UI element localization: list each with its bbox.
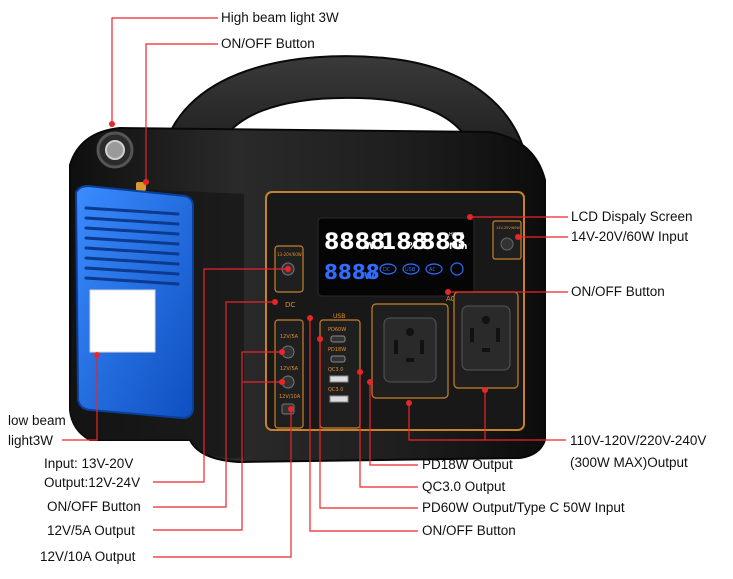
lcd-dc-icon [379, 263, 397, 275]
lcd-left: 8888 [324, 230, 385, 255]
label-pd18: PD18W Output [422, 457, 513, 472]
dc-port-label: 13-20V/60W [277, 252, 302, 257]
dc-5a-label-2: 12V/5A [280, 366, 299, 372]
lcd-play-icon [450, 262, 464, 276]
label-qc3: QC3.0 Output [422, 479, 506, 494]
low-beam-light-panel [89, 289, 156, 353]
usb-qc2-label: QC3.0 [328, 387, 343, 393]
leader-lines [62, 17, 568, 558]
usb-pd60-label: PD60W [328, 327, 346, 333]
lcd-mid-unit: % [408, 241, 418, 252]
side-panel [74, 184, 194, 420]
lcd-bottom-unit: W [364, 271, 375, 282]
input-small-label: 14V-20V/60W [496, 226, 520, 230]
lcd-bottom: 8888 [324, 260, 380, 284]
usb-qc2-port [329, 395, 349, 403]
label-lcd: LCD Dispaly Screen [571, 209, 693, 224]
label-dc-output: Output:12V-24V [44, 475, 141, 490]
ac-section: AC OUTPUT 220V/50HZ [371, 291, 519, 399]
label-onoff-usb: ON/OFF Button [422, 523, 516, 538]
usb-pd18-port [330, 355, 346, 363]
label-onoff-top: ON/OFF Button [221, 36, 315, 51]
ac-section-label: AC [446, 295, 456, 303]
lcd-dc-text: DC [383, 267, 391, 273]
lcd-mid: 188 [381, 230, 427, 255]
label-ac-out-1: 110V-120V/220V-240V [570, 433, 707, 448]
lcd-ac-text: AC [429, 267, 436, 273]
dc-section: 13-20V/60W DC 12V/5A 12V/5A 12V/10A [274, 245, 304, 429]
lcd-usb-icon [402, 263, 420, 275]
vent-slots [84, 206, 180, 286]
label-input-14v: 14V-20V/60W Input [571, 229, 689, 244]
lcd-right: 888 [420, 230, 466, 255]
label-ac-out-2: (300W MAX)Output [570, 455, 688, 470]
dc-5a-label: 12V/5A [280, 334, 299, 340]
lcd-right-tag: HOUR [449, 232, 464, 238]
usb-pd60-port [330, 335, 346, 343]
lcd-right-unit: Min [449, 242, 467, 252]
usb-section: USB PD60W PD18W QC3.0 QC3.0 [319, 313, 361, 429]
usb-section-label: USB [333, 313, 345, 320]
label-12v5a: 12V/5A Output [47, 523, 135, 538]
label-dc-input: Input: 13V-20V [44, 456, 134, 471]
high-beam-light [96, 131, 134, 169]
markers [94, 121, 521, 412]
label-12v10a: 12V/10A Output [40, 549, 136, 564]
label-onoff-ac: ON/OFF Button [571, 284, 665, 299]
light-onoff-button[interactable] [136, 182, 146, 191]
label-low-beam-1: low beam [8, 413, 66, 428]
label-onoff-dc: ON/OFF Button [47, 499, 141, 514]
label-low-beam-2: light3W [8, 433, 54, 448]
lcd-screen: 8888 W 188 % 888 HOUR Min 8888 W DC USB … [317, 217, 475, 297]
lcd-ac-icon [425, 263, 443, 275]
usb-qc1-label: QC3.0 [328, 367, 343, 373]
lcd-left-unit: W [364, 241, 375, 252]
usb-qc1-port [329, 375, 349, 383]
dc-section-label: DC [285, 301, 295, 309]
ac-outlet-1[interactable] [383, 317, 437, 383]
label-high-beam: High beam light 3W [221, 10, 339, 25]
ac-outlet-2[interactable] [461, 305, 511, 371]
dc-input-port-right[interactable]: 14V-20V/60W [492, 220, 522, 260]
dc-10a-label: 12V/10A [279, 394, 301, 400]
usb-pd18-label: PD18W [328, 347, 346, 353]
lcd-usb-text: USB [405, 267, 416, 273]
label-pd60: PD60W Output/Type C 50W Input [422, 500, 625, 515]
